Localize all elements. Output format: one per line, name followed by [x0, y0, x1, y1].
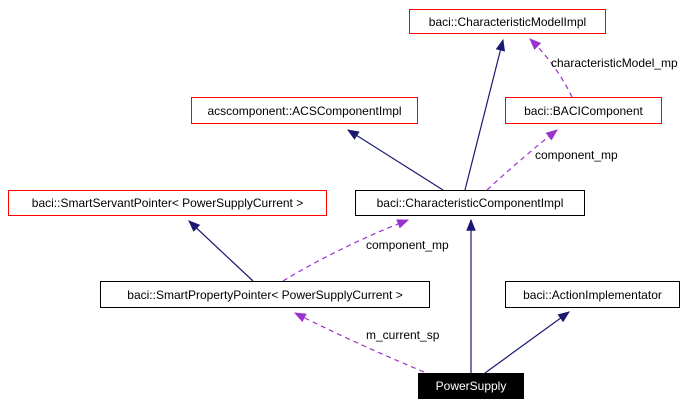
- inheritance-edge-characteristiccomponentimpl-to-characteristicmodelimpl: [464, 38, 506, 191]
- inheritance-edge-smartpropertypointer-to-smartservantpointer: [188, 220, 254, 282]
- class-node-power-supply-focus: PowerSupply: [418, 373, 524, 399]
- inheritance-edge-powersupply-to-actionimplementator: [484, 311, 570, 374]
- edge-label-component-mp-lower: component_mp: [366, 238, 449, 252]
- class-node-characteristic-model-impl[interactable]: baci::CharacteristicModelImpl: [409, 9, 606, 34]
- class-node-action-implementator[interactable]: baci::ActionImplementator: [505, 281, 680, 308]
- class-node-smart-servant-pointer[interactable]: baci::SmartServantPointer< PowerSupplyCu…: [8, 190, 327, 216]
- class-node-smart-property-pointer[interactable]: baci::SmartPropertyPointer< PowerSupplyC…: [100, 281, 430, 308]
- usage-edge-m-current-sp: [293, 312, 425, 373]
- edge-label-characteristic-model-mp: characteristicModel_mp: [551, 56, 678, 70]
- edge-label-m-current-sp: m_current_sp: [366, 328, 440, 342]
- inheritance-edge-characteristiccomponentimpl-to-acscomponentimpl: [346, 129, 444, 191]
- usage-edge-characteristicmodel-mp: [529, 38, 573, 98]
- class-node-baci-component[interactable]: baci::BACIComponent: [505, 97, 662, 124]
- usage-edge-component-mp-upper: [486, 129, 558, 191]
- class-node-acs-component-impl[interactable]: acscomponent::ACSComponentImpl: [191, 97, 418, 124]
- class-node-characteristic-component-impl[interactable]: baci::CharacteristicComponentImpl: [355, 190, 585, 216]
- edge-label-component-mp-upper: component_mp: [535, 148, 618, 162]
